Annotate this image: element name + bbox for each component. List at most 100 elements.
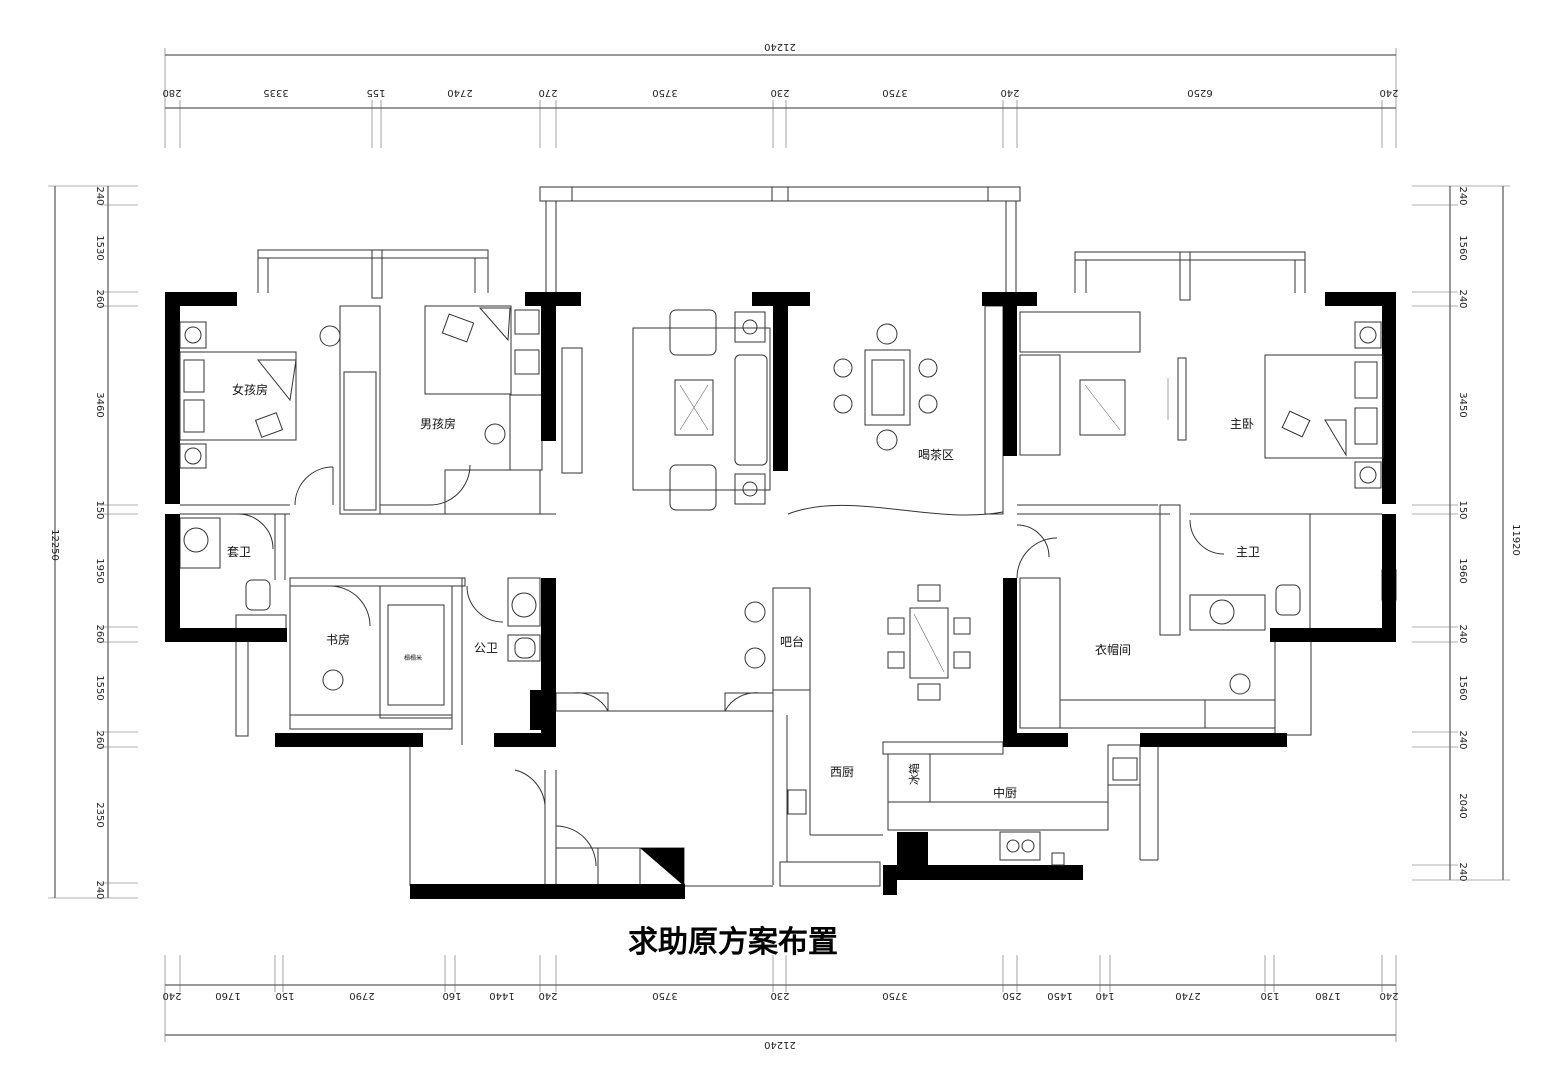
bottom-seg-5: 1440 [489, 990, 514, 1001]
right-seg-3: 3450 [1457, 392, 1468, 417]
bottom-seg-2: 150 [275, 990, 294, 1001]
right-segment-dims: 240 1560 240 3450 150 1960 240 1560 240 … [1457, 186, 1468, 881]
room-labels: 女孩房 男孩房 喝茶区 主卧 套卫 主卫 书房 公卫 吧台 衣帽间 西厨 中厨 … [227, 382, 1260, 800]
label-master-bedroom: 主卧 [1230, 417, 1254, 431]
left-seg-4: 150 [94, 500, 105, 519]
bottom-seg-6: 240 [538, 990, 557, 1001]
master-sofa [1019, 354, 1187, 456]
bottom-seg-10: 250 [1002, 990, 1021, 1001]
balconies [257, 186, 1306, 301]
left-seg-8: 260 [94, 730, 105, 749]
boys-room-chair [484, 423, 506, 445]
suite-bath-fixtures [183, 527, 271, 611]
left-seg-10: 240 [94, 880, 105, 899]
right-dimension-chain: 11920 240 1560 240 3450 150 1960 240 156… [1412, 185, 1521, 882]
bottom-seg-3: 2790 [349, 990, 374, 1001]
tatami-platform [387, 604, 445, 706]
bottom-seg-11: 1450 [1047, 990, 1072, 1001]
label-western-kitchen: 西厨 [830, 765, 854, 779]
bottom-segment-dims: 240 1760 150 2790 160 1440 240 3750 230 … [162, 990, 1398, 1001]
top-seg-1: 3335 [263, 87, 288, 98]
master-bed [1264, 321, 1384, 489]
right-seg-7: 1560 [1457, 675, 1468, 700]
label-walk-in-closet: 衣帽间 [1095, 642, 1131, 657]
furniture [179, 305, 1384, 866]
bottom-seg-12: 140 [1095, 990, 1114, 1001]
left-dimension-chain: 12250 240 1530 260 3460 150 1950 260 155… [48, 185, 138, 900]
top-dimension-chain: 21240 280 3335 155 2740 270 3750 230 375… [162, 41, 1399, 148]
tv-cabinet [561, 347, 583, 474]
doors [237, 464, 1225, 867]
bottom-seg-16: 240 [1379, 990, 1398, 1001]
label-master-bath: 主卫 [1236, 545, 1260, 559]
label-bar: 吧台 [780, 634, 804, 649]
label-tatami: 榻榻米 [404, 654, 422, 662]
right-seg-10: 240 [1457, 862, 1468, 881]
right-seg-4: 150 [1457, 500, 1468, 519]
kitchen-hob [1006, 839, 1035, 853]
girls-room-bed [179, 321, 297, 469]
bottom-seg-4: 160 [442, 990, 461, 1001]
left-seg-7: 1550 [94, 675, 105, 700]
left-seg-9: 2350 [94, 802, 105, 827]
top-seg-3: 2740 [447, 87, 472, 98]
plan-caption: 求助原方案布置 [628, 925, 838, 960]
label-suite-bath: 套卫 [227, 545, 251, 559]
bottom-seg-9: 3750 [882, 990, 907, 1001]
left-total-dim: 12250 [49, 529, 60, 561]
top-total-dim: 21240 [764, 41, 796, 52]
top-seg-5: 3750 [652, 87, 677, 98]
bottom-seg-8: 230 [770, 990, 789, 1001]
left-segment-dims: 240 1530 260 3460 150 1950 260 1550 260 … [94, 186, 105, 899]
label-study: 书房 [326, 632, 350, 647]
bottom-total-dim: 21240 [764, 1039, 796, 1050]
right-seg-8: 240 [1457, 730, 1468, 749]
left-seg-1: 1530 [94, 235, 105, 260]
closet-stool [1229, 673, 1251, 695]
top-seg-10: 240 [1379, 87, 1398, 98]
kitchen-trash [1051, 852, 1065, 866]
dining-table [887, 584, 971, 701]
right-seg-6: 240 [1457, 624, 1468, 643]
left-seg-0: 240 [94, 186, 105, 205]
right-total-dim: 11920 [1510, 524, 1521, 556]
living-room-sofa-set [632, 309, 771, 511]
top-seg-7: 3750 [882, 87, 907, 98]
bottom-seg-7: 3750 [652, 990, 677, 1001]
right-seg-5: 1960 [1457, 558, 1468, 583]
right-seg-2: 240 [1457, 289, 1468, 308]
right-seg-0: 240 [1457, 186, 1468, 205]
bottom-seg-14: 130 [1260, 990, 1279, 1001]
boys-room-bed [424, 305, 540, 395]
top-seg-2: 155 [366, 87, 385, 98]
label-chinese-kitchen: 中厨 [993, 785, 1017, 800]
bar-stool [744, 647, 766, 669]
bottom-seg-13: 2740 [1175, 990, 1200, 1001]
top-seg-4: 270 [538, 87, 557, 98]
top-segment-dims: 280 3335 155 2740 270 3750 230 3750 240 … [162, 87, 1398, 98]
bottom-seg-0: 240 [162, 990, 181, 1001]
tea-table [833, 323, 938, 451]
interior-partitions [179, 305, 1397, 887]
label-public-bath: 公卫 [474, 641, 498, 655]
right-seg-1: 1560 [1457, 235, 1468, 260]
master-bath-fixtures [1209, 584, 1301, 625]
bottom-seg-1: 1760 [215, 990, 240, 1001]
left-seg-2: 260 [94, 289, 105, 308]
label-tea-area: 喝茶区 [918, 447, 954, 462]
top-seg-8: 240 [1000, 87, 1019, 98]
bar-stool [744, 601, 766, 623]
left-seg-3: 3460 [94, 392, 105, 417]
label-girls-room: 女孩房 [232, 382, 268, 397]
top-seg-6: 230 [770, 87, 789, 98]
left-seg-6: 260 [94, 624, 105, 643]
bottom-seg-15: 1780 [1315, 990, 1340, 1001]
left-seg-5: 1950 [94, 558, 105, 583]
girls-room-chair [319, 325, 341, 347]
right-seg-9: 2040 [1457, 793, 1468, 818]
public-bath-fixtures [511, 592, 537, 659]
kitchen-sink [1112, 757, 1138, 781]
western-kitchen-sink [787, 789, 807, 815]
top-seg-0: 280 [162, 87, 181, 98]
